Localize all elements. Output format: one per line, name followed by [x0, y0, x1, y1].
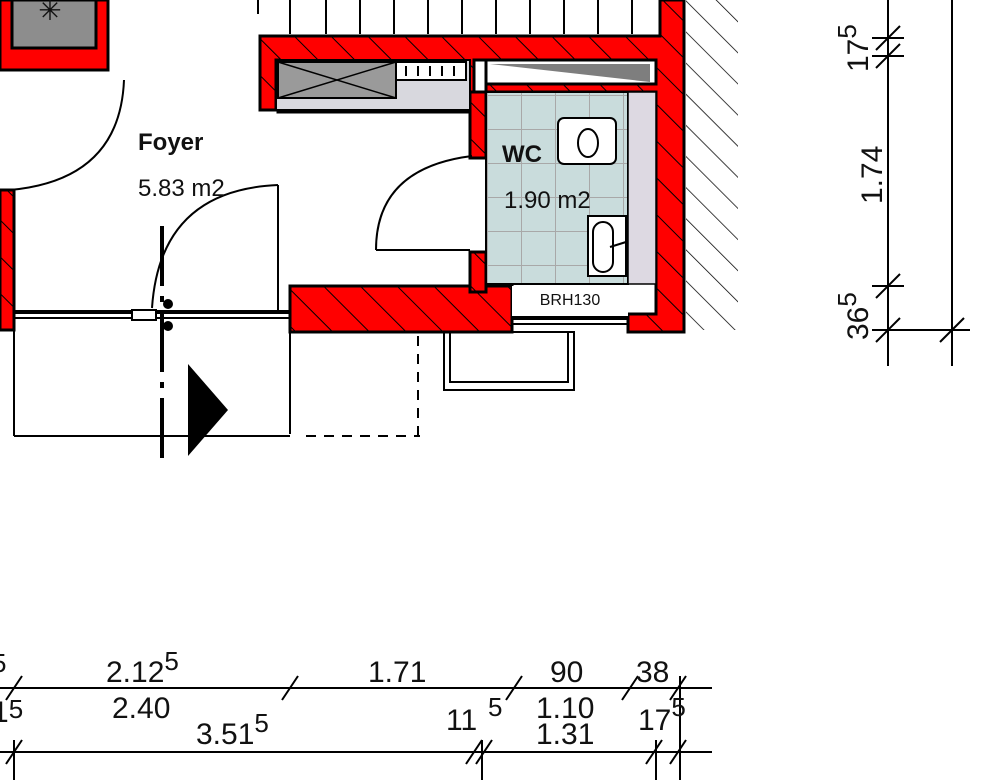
dim-label-2-12-5: 2.125 — [106, 646, 179, 689]
window-tag: BRH130 — [540, 292, 601, 309]
asterisk-icon: ✳ — [38, 0, 61, 26]
wc-room — [484, 58, 658, 285]
stairs — [257, 0, 633, 34]
dim-label-17-5: 175 — [832, 24, 875, 72]
dim-label-3-51-5: 3.515 — [196, 708, 269, 751]
dim-label-1-74: 1.74 — [856, 146, 889, 204]
dim-label-90: 90 — [550, 656, 583, 689]
doors — [9, 79, 473, 312]
closet — [275, 59, 471, 111]
dim-label-2-40: 2.40 — [112, 692, 170, 725]
horizontal-dimension-chain — [0, 675, 712, 780]
dim-label-17-5-bottom: 175 — [638, 692, 686, 737]
exterior-hatch — [686, 0, 738, 330]
dim-label-edge: 5 — [0, 648, 6, 678]
entry-arrow-icon — [160, 226, 228, 458]
window-sill — [443, 331, 575, 391]
vertical-dim-labels: 175 1.74 365 — [832, 24, 889, 340]
dim-label-sup-5: 5 — [488, 692, 502, 722]
dim-label-1-10: 1.10 — [536, 692, 594, 725]
dim-label-1-31: 1.31 — [536, 718, 594, 751]
dim-label-38: 38 — [636, 656, 669, 689]
horizontal-dim-labels: 5 2.125 1.71 90 38 15 2.40 1.10 5 175 3.… — [0, 646, 686, 751]
room-name-wc: WC — [502, 141, 542, 168]
vertical-dimension-chain — [872, 0, 970, 366]
toilet-icon — [557, 117, 617, 165]
dim-label-1-71: 1.71 — [368, 656, 426, 689]
dim-label-1-5: 15 — [0, 694, 23, 729]
room-area-foyer: 5.83 m2 — [138, 175, 225, 202]
shaft: ✳ — [0, 0, 110, 72]
entry-threshold — [13, 309, 420, 437]
dim-label-11-5: 11 — [446, 704, 477, 737]
window-tag-box: BRH130 — [512, 286, 628, 325]
dim-label-36-5: 365 — [832, 292, 875, 340]
room-area-wc: 1.90 m2 — [504, 187, 591, 214]
room-name-foyer: Foyer — [138, 129, 203, 156]
